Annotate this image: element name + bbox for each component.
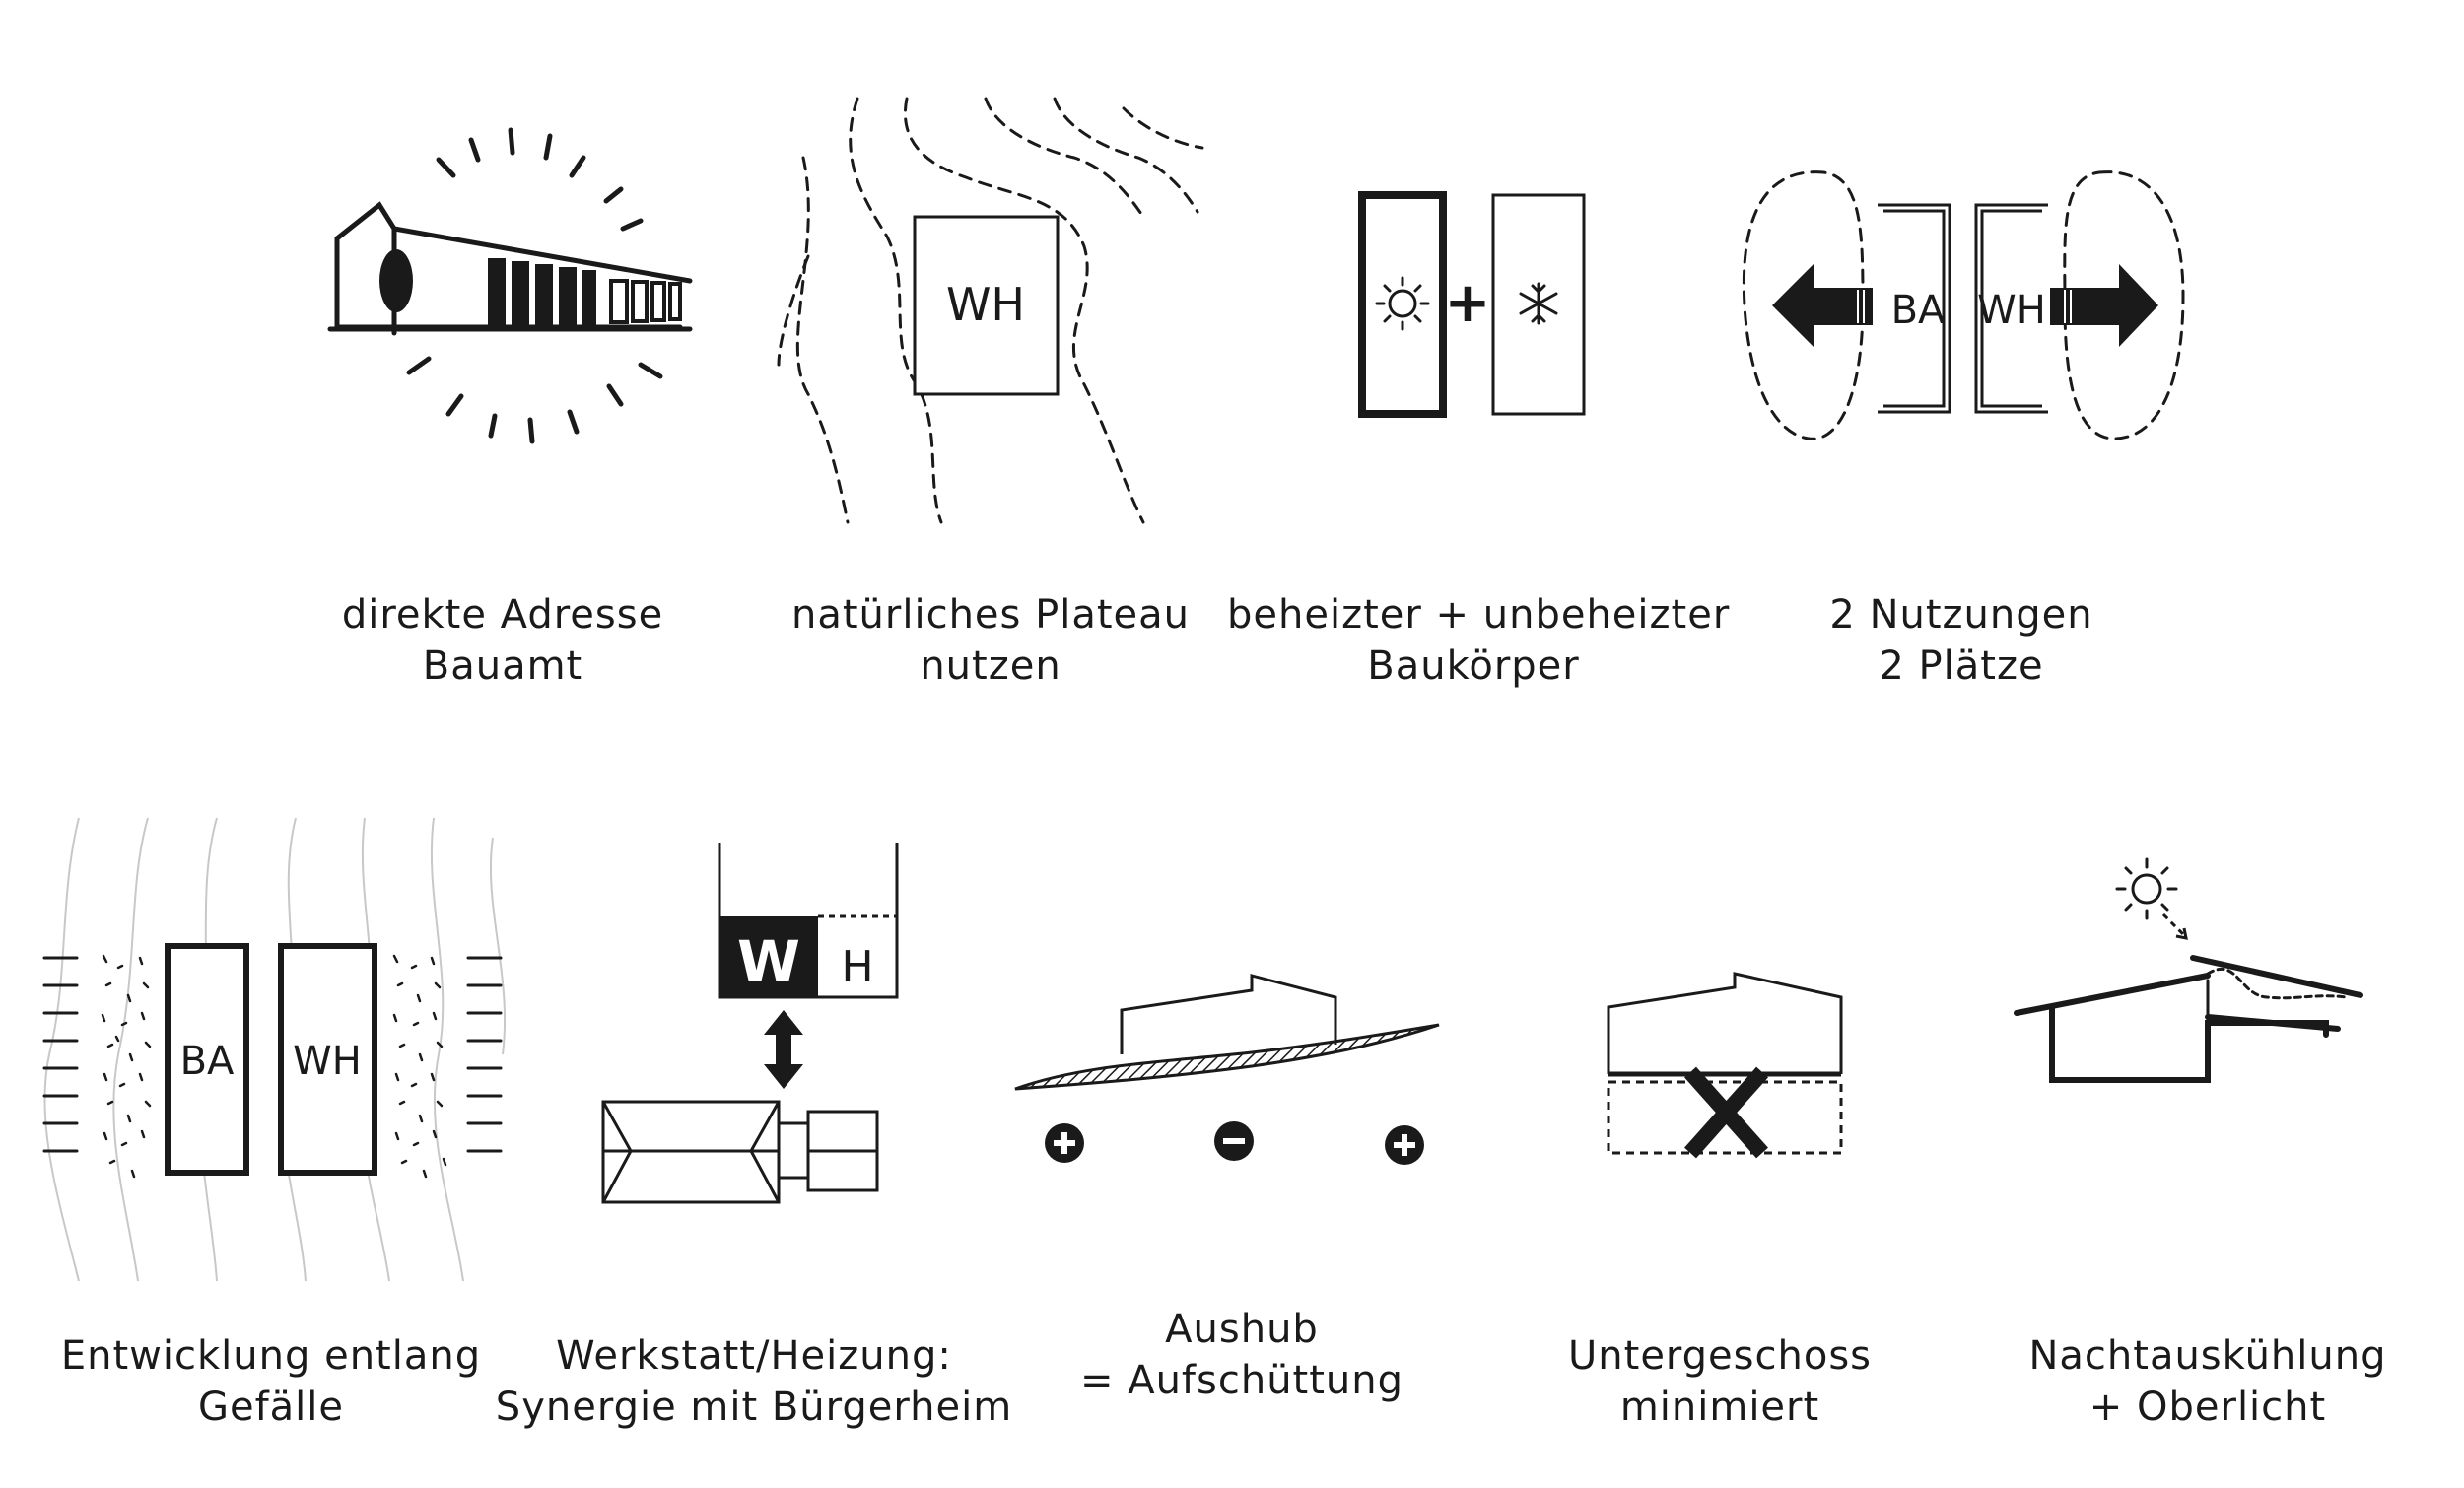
caption-nutzungen: 2 Nutzungen 2 Plätze [1774, 589, 2149, 692]
caption-line: Bauamt [422, 643, 583, 689]
caption-line: beheizter + unbeheizter [1227, 592, 1731, 638]
caption-aushub: Aushub = Aufschüttung [1045, 1304, 1439, 1406]
caption-line: Entwicklung entlang [60, 1333, 482, 1379]
caption-line: Aushub [1165, 1307, 1319, 1352]
caption-untergeschoss: Untergeschoss minimiert [1518, 1330, 1922, 1433]
minus-icon [1214, 1121, 1254, 1161]
plus-icon: + [1445, 271, 1491, 335]
ba-label: BA [180, 1039, 235, 1084]
caption-werkstatt: Werkstatt/Heizung: Synergie mit Bürgerhe… [493, 1330, 1015, 1433]
caption-line: minimiert [1619, 1385, 1820, 1430]
caption-line: 2 Nutzungen [1829, 592, 2093, 638]
two-uses-sketch: BA WH [1742, 170, 2185, 440]
basement-minimized-sketch [1607, 972, 1843, 1159]
excavation-fill-sketch [1014, 974, 1440, 1165]
caption-line: Synergie mit Bürgerheim [495, 1385, 1013, 1430]
plateau-sketch: WH [777, 97, 1204, 524]
caption-line: = Aufschüttung [1079, 1358, 1404, 1403]
plus-icon [1385, 1125, 1424, 1165]
caption-line: 2 Plätze [1879, 643, 2044, 689]
caption-line: natürliches Plateau [791, 592, 1190, 638]
wh-label: WH [946, 278, 1025, 331]
caption-line: direkte Adresse [341, 592, 664, 638]
building-address-sketch [327, 127, 693, 444]
workshop-heating-sketch: W H [601, 843, 899, 1204]
double-arrow-icon [764, 1010, 803, 1089]
snowflake-icon [1519, 282, 1558, 325]
night-cooling-skylight-sketch [2014, 857, 2363, 1083]
sun-icon [1388, 289, 1417, 318]
wh-label: WH [293, 1039, 362, 1084]
caption-direkte-adresse: direkte Adresse Bauamt [306, 589, 700, 692]
wh-label: WH [1977, 288, 2046, 333]
x-cross-icon [1684, 1066, 1768, 1159]
caption-nachtauskuehlung: Nachtauskühlung + Oberlicht [2001, 1330, 2415, 1433]
caption-line: Untergeschoss [1568, 1333, 1872, 1379]
h-label: H [841, 942, 873, 992]
caption-line: Nachtauskühlung [2028, 1333, 2387, 1379]
w-label: W [737, 928, 800, 995]
caption-line: Gefälle [197, 1385, 345, 1430]
heated-unheated-sketch: + [1358, 191, 1586, 418]
arrow-left-icon [1772, 264, 1873, 347]
caption-line: + Oberlicht [2088, 1385, 2327, 1430]
caption-line: nutzen [920, 643, 1061, 689]
slope-development-sketch: BA WH [42, 817, 507, 1282]
plus-icon [1045, 1123, 1084, 1163]
caption-line: Werkstatt/Heizung: [556, 1333, 952, 1379]
caption-plateau: natürliches Plateau nutzen [779, 589, 1202, 692]
caption-baukoerper: beheizter + unbeheizter Baukörper [1227, 589, 1731, 692]
ba-label: BA [1891, 288, 1946, 333]
sun-icon [2131, 873, 2162, 905]
caption-gefaelle: Entwicklung entlang Gefälle [59, 1330, 483, 1433]
caption-line: Baukörper [1367, 643, 1580, 689]
arrow-right-icon [2050, 264, 2158, 347]
